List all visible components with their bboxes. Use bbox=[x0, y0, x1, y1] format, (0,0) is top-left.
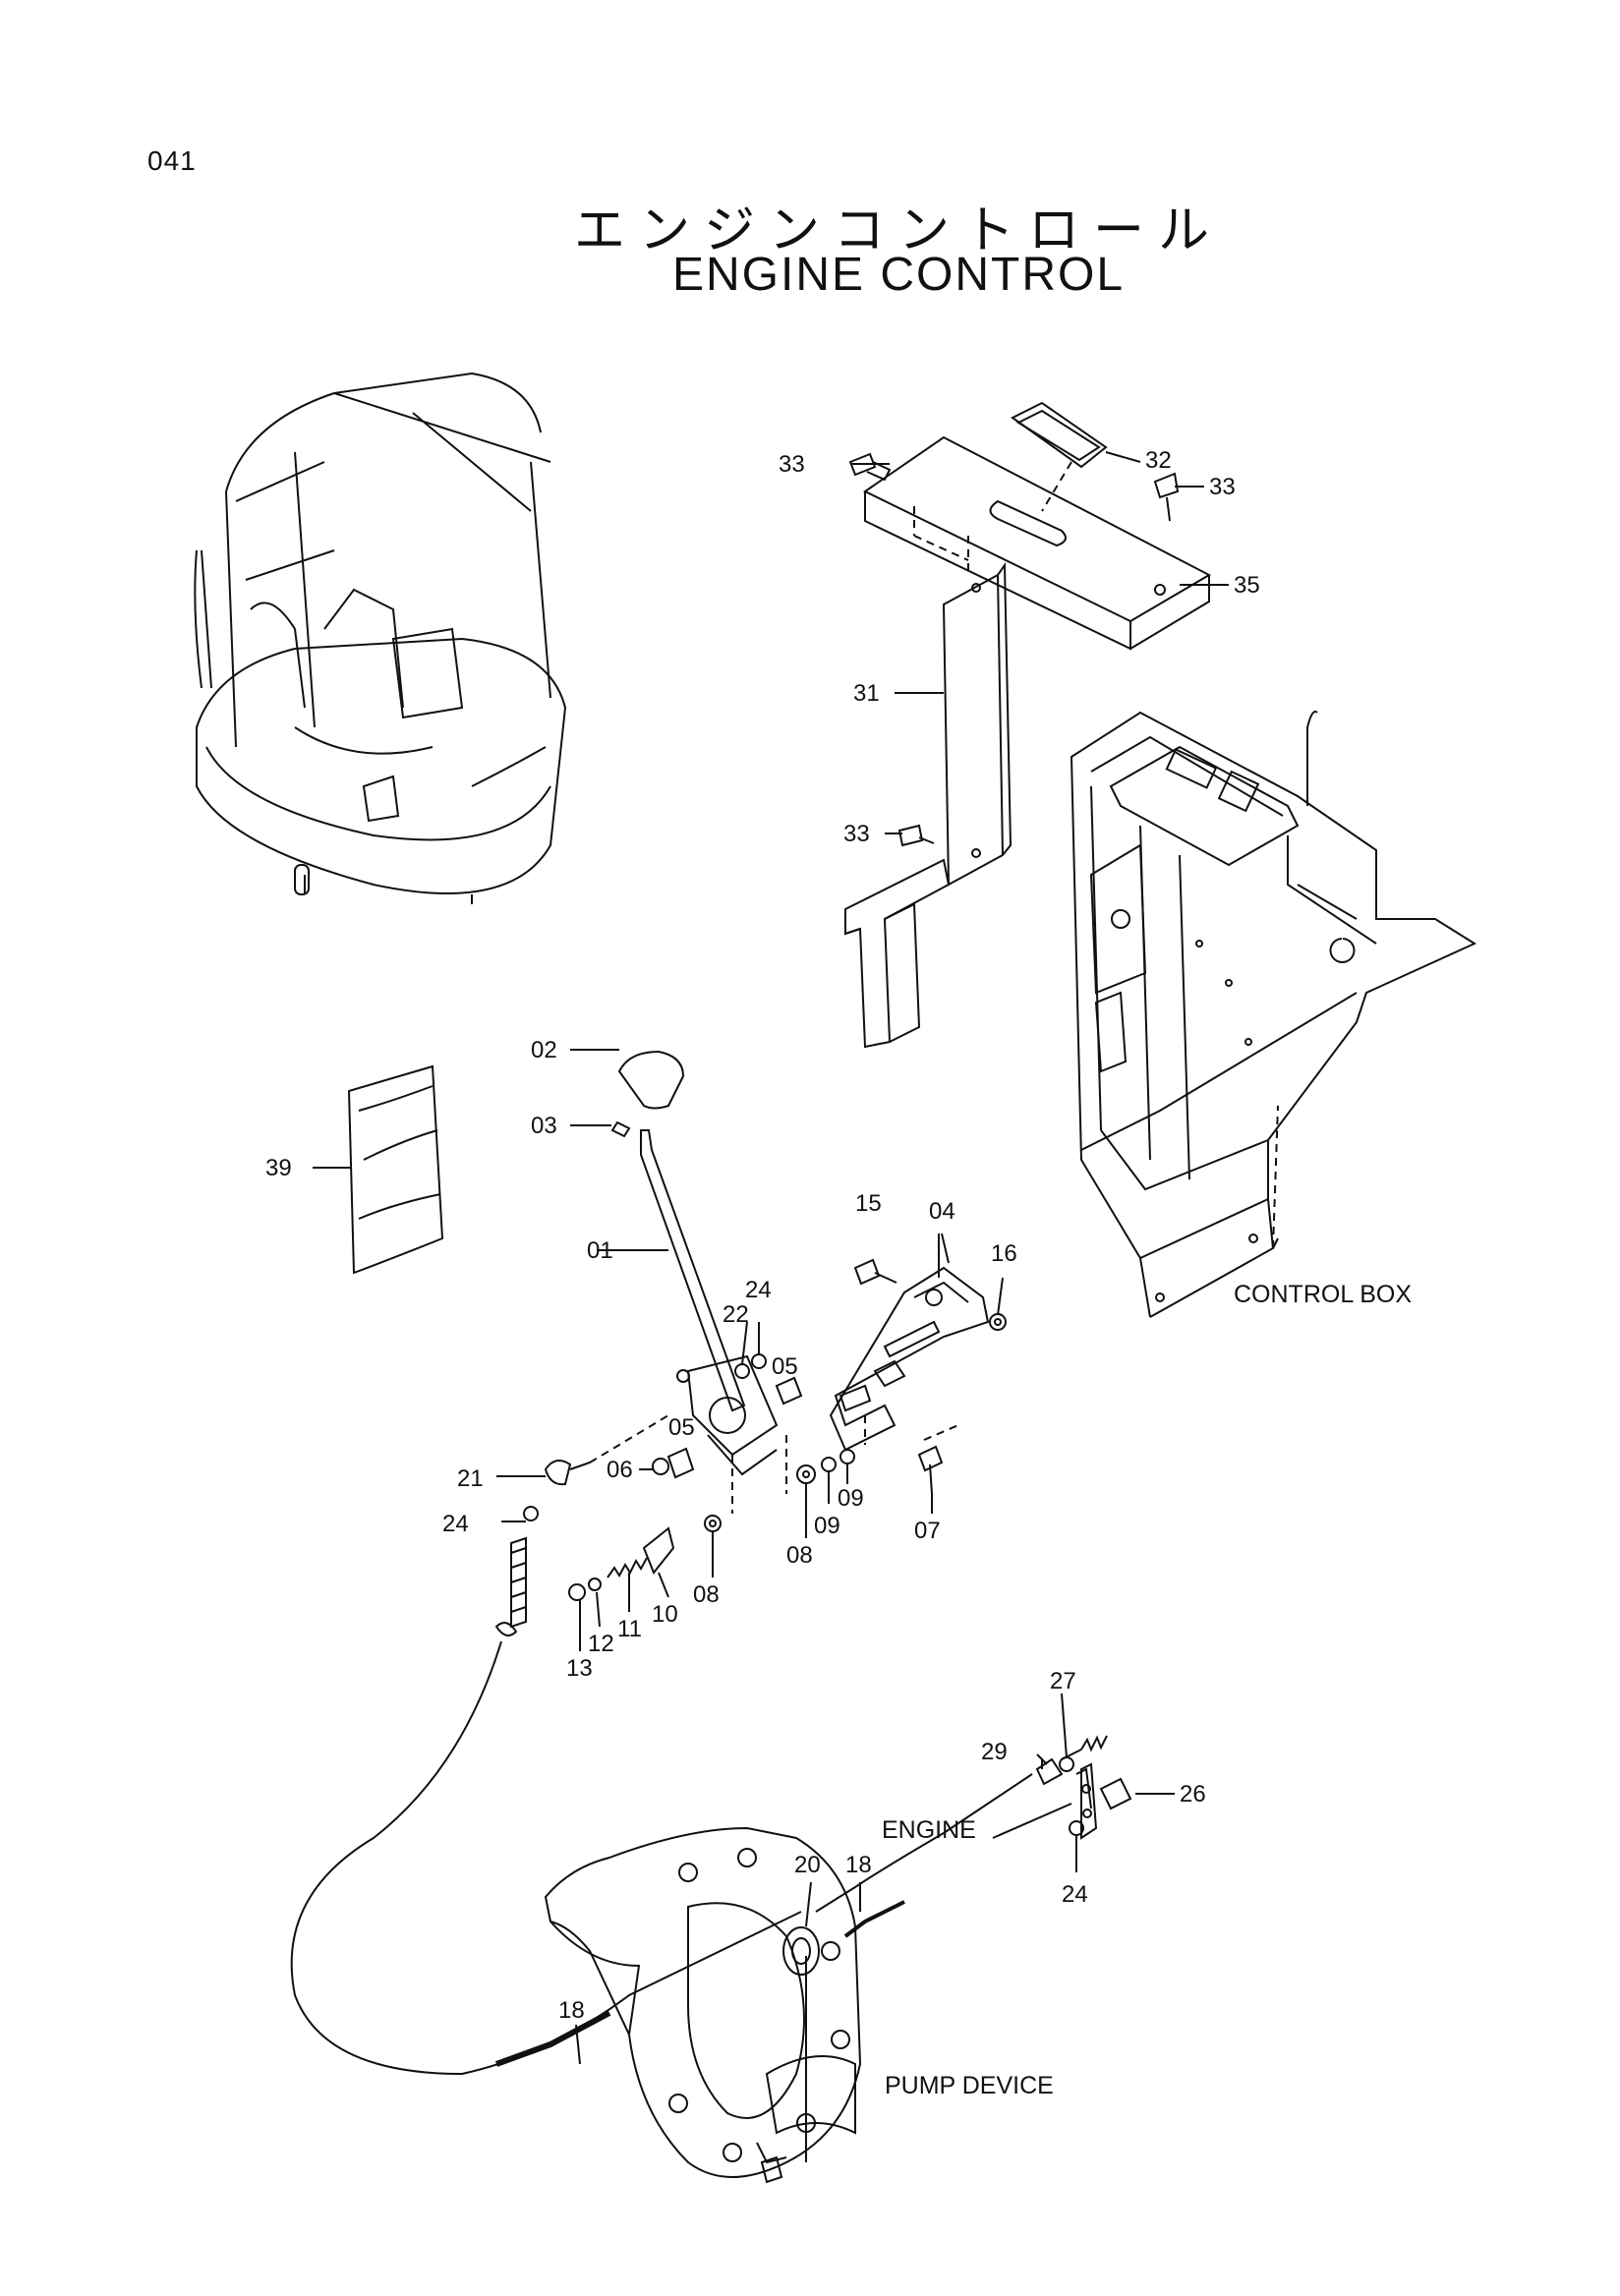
part-04-bracket bbox=[829, 1266, 990, 1452]
part-33-bolts bbox=[848, 452, 1180, 847]
callout-09a: 09 bbox=[838, 1485, 864, 1512]
callout-02: 02 bbox=[531, 1037, 557, 1063]
callout-18a: 18 bbox=[845, 1852, 872, 1878]
part-11-spring bbox=[607, 1557, 648, 1578]
callout-18b: 18 bbox=[558, 1997, 585, 2024]
label-control-box: CONTROL BOX bbox=[1234, 1281, 1412, 1308]
part-03-pin bbox=[610, 1120, 631, 1138]
engine-bracket bbox=[1041, 1756, 1132, 1840]
callout-21: 21 bbox=[457, 1465, 484, 1492]
callout-09b: 09 bbox=[814, 1513, 840, 1539]
title-english: ENGINE CONTROL bbox=[671, 249, 1126, 301]
callout-10: 10 bbox=[652, 1601, 678, 1628]
callout-08a: 08 bbox=[786, 1542, 813, 1569]
callout-06: 06 bbox=[607, 1457, 633, 1483]
part-18-cable bbox=[290, 1506, 1108, 2076]
leader-lines bbox=[496, 451, 1279, 2065]
part-07-bolt bbox=[917, 1424, 959, 1495]
part-02-knob bbox=[617, 1050, 685, 1110]
callout-13: 13 bbox=[566, 1655, 593, 1682]
callout-39: 39 bbox=[265, 1155, 292, 1181]
title-japanese: エンジンコントロール bbox=[573, 201, 1223, 260]
callout-12: 12 bbox=[588, 1631, 614, 1657]
callout-07: 07 bbox=[914, 1518, 941, 1544]
callout-35: 35 bbox=[1234, 572, 1260, 599]
callout-24c: 24 bbox=[1062, 1881, 1088, 1908]
callout-32: 32 bbox=[1145, 447, 1172, 474]
callout-11: 11 bbox=[617, 1616, 642, 1642]
callout-27: 27 bbox=[1050, 1668, 1076, 1694]
callout-26: 26 bbox=[1180, 1781, 1206, 1808]
callout-24b: 24 bbox=[442, 1511, 469, 1537]
part-08-09-washers bbox=[704, 1449, 855, 1532]
callout-05b: 05 bbox=[668, 1414, 695, 1441]
part-21-ball-joint bbox=[544, 1414, 669, 1486]
callout-33c: 33 bbox=[843, 821, 870, 847]
dashed-leaders-lever bbox=[731, 1415, 866, 1514]
control-box-illustration bbox=[1070, 711, 1477, 1318]
callout-01: 01 bbox=[587, 1237, 613, 1264]
part-32-grommet bbox=[1011, 401, 1108, 512]
callout-03: 03 bbox=[531, 1113, 557, 1139]
callout-29: 29 bbox=[981, 1739, 1008, 1765]
callout-31: 31 bbox=[853, 680, 880, 707]
callout-33a: 33 bbox=[779, 451, 805, 478]
part-01-lever bbox=[640, 1129, 779, 1476]
label-engine: ENGINE bbox=[882, 1816, 976, 1844]
callout-08b: 08 bbox=[693, 1581, 720, 1608]
part-39-bag bbox=[313, 1064, 444, 1275]
callout-20: 20 bbox=[794, 1852, 821, 1878]
callout-16: 16 bbox=[991, 1240, 1017, 1267]
pump-device-illustration bbox=[544, 1826, 862, 2184]
callout-04: 04 bbox=[929, 1198, 955, 1225]
part-16-nut bbox=[989, 1313, 1007, 1331]
callout-15: 15 bbox=[855, 1190, 882, 1217]
part-15-bolt bbox=[853, 1258, 897, 1286]
part-06-nut bbox=[652, 1458, 669, 1475]
part-31-stay bbox=[844, 506, 1012, 1049]
page-number: 041 bbox=[147, 145, 197, 176]
callout-33b: 33 bbox=[1209, 474, 1236, 500]
callout-labels: 02 03 39 01 15 04 16 24 22 05 05 21 06 2… bbox=[265, 447, 1260, 2024]
part-10-plate bbox=[642, 1526, 675, 1575]
component-labels: CONTROL BOX ENGINE PUMP DEVICE bbox=[882, 1281, 1412, 2099]
callout-24a: 24 bbox=[745, 1277, 772, 1303]
part-05-collars bbox=[666, 1376, 803, 1479]
callout-05a: 05 bbox=[772, 1353, 798, 1380]
excavator-illustration bbox=[194, 372, 567, 904]
callout-22: 22 bbox=[723, 1301, 749, 1328]
label-pump-device: PUMP DEVICE bbox=[885, 2072, 1054, 2099]
part-12-13-nuts bbox=[568, 1578, 602, 1601]
